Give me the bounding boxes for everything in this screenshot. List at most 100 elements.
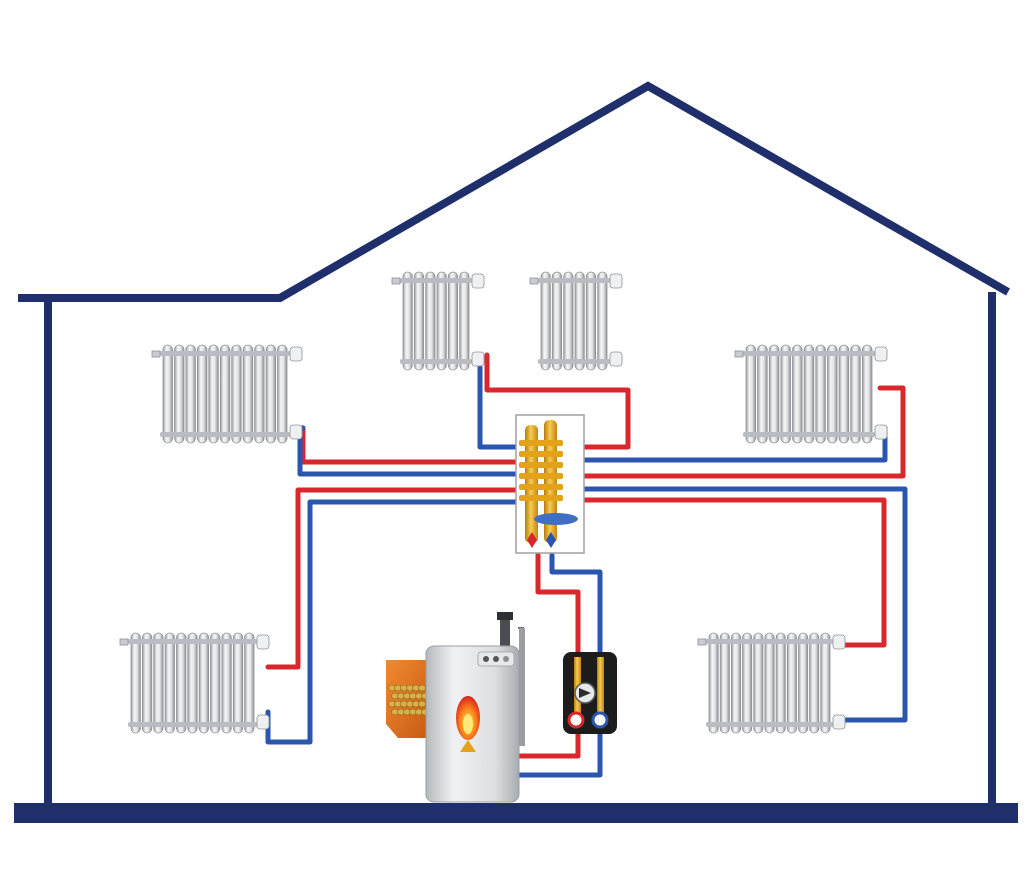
radiator-fin bbox=[597, 271, 608, 371]
radiator-bottom-header bbox=[128, 722, 257, 727]
radiator-fin bbox=[196, 344, 208, 444]
radiator-fin bbox=[130, 632, 141, 734]
radiator-attic-right bbox=[529, 271, 623, 371]
return-pipe bbox=[515, 552, 603, 778]
supply-pipe bbox=[265, 487, 527, 670]
bleed-valve-icon bbox=[734, 350, 744, 358]
distribution-manifold bbox=[515, 414, 585, 554]
pump-arrow-icon bbox=[579, 688, 591, 698]
radiator-fin bbox=[232, 632, 244, 734]
radiator-fin bbox=[850, 344, 861, 444]
radiator-fin bbox=[768, 344, 780, 444]
flow-arrow-icon bbox=[546, 532, 556, 548]
control-knob bbox=[493, 656, 499, 662]
gauge-icon bbox=[591, 711, 609, 729]
radiator-top-header bbox=[128, 639, 257, 644]
valve-icon bbox=[471, 273, 485, 289]
radiator-bottom-header bbox=[538, 359, 610, 364]
radiator-fin bbox=[540, 271, 551, 371]
radiator-fin bbox=[809, 632, 820, 734]
control-knob bbox=[503, 656, 509, 662]
radiator-fin bbox=[174, 344, 185, 444]
radiator-fin bbox=[731, 632, 742, 734]
control-knob bbox=[483, 656, 489, 662]
burner-icon bbox=[460, 740, 476, 752]
flue-cap bbox=[497, 612, 513, 620]
valve-icon bbox=[832, 634, 846, 650]
radiator-fin bbox=[742, 632, 753, 734]
manifold-outlet bbox=[519, 451, 563, 457]
flue-pipe bbox=[500, 615, 510, 647]
return-pipe bbox=[477, 352, 527, 450]
radiator-fin bbox=[827, 344, 838, 444]
radiator-fin bbox=[436, 271, 447, 371]
radiator-bottom-header bbox=[160, 432, 290, 437]
return-pipe bbox=[265, 499, 527, 745]
radiator-fin bbox=[210, 632, 221, 734]
valve-icon bbox=[256, 714, 270, 730]
house-outline bbox=[14, 81, 1018, 823]
radiator-fin bbox=[780, 344, 791, 444]
radiator-fin bbox=[242, 344, 254, 444]
bleed-valve-icon bbox=[151, 350, 161, 358]
supply-pipe bbox=[580, 385, 906, 479]
radiator-fin bbox=[153, 632, 164, 734]
radiator-fin bbox=[277, 344, 288, 444]
radiator-fin bbox=[265, 344, 277, 444]
valve-icon bbox=[609, 273, 623, 289]
radiator-fin bbox=[803, 344, 815, 444]
radiator-fin bbox=[775, 632, 786, 734]
radiator-fin bbox=[219, 344, 231, 444]
radiator-fin bbox=[551, 271, 562, 371]
bleed-valve-icon bbox=[697, 638, 707, 646]
radiator-fin bbox=[244, 632, 255, 734]
valve-icon bbox=[609, 351, 623, 367]
radiator-fin bbox=[231, 344, 242, 444]
radiator-attic-left bbox=[391, 271, 485, 371]
pellet-boiler bbox=[386, 612, 525, 803]
bleed-valve-icon bbox=[529, 277, 539, 285]
radiators bbox=[119, 271, 888, 734]
radiator-lower-left bbox=[119, 632, 270, 734]
radiator-upper-left bbox=[151, 344, 303, 444]
radiator-fin bbox=[798, 632, 809, 734]
radiator-fin bbox=[187, 632, 198, 734]
radiator-fin bbox=[792, 344, 803, 444]
valve-icon bbox=[471, 351, 485, 367]
radiator-fin bbox=[786, 632, 797, 734]
bleed-valve-icon bbox=[119, 638, 129, 646]
radiator-fin bbox=[221, 632, 232, 734]
pump-pipe-right bbox=[597, 657, 604, 727]
manifold-outlet bbox=[519, 440, 563, 446]
radiator-fin bbox=[254, 344, 265, 444]
boiler-side-tube bbox=[519, 628, 525, 746]
radiator-fin bbox=[815, 344, 826, 444]
pellet bbox=[418, 684, 426, 692]
radiator-fin bbox=[585, 271, 596, 371]
return-pipe bbox=[297, 425, 527, 477]
manifold-outlet bbox=[519, 484, 563, 490]
supply-pipe bbox=[300, 425, 527, 465]
valve-icon bbox=[832, 714, 846, 730]
radiator-fin bbox=[757, 344, 768, 444]
manifold-outlet bbox=[519, 473, 563, 479]
radiator-fin bbox=[764, 632, 775, 734]
radiator-fin bbox=[402, 271, 413, 371]
radiator-fin bbox=[198, 632, 209, 734]
radiator-fin bbox=[862, 344, 873, 444]
valve-icon bbox=[874, 424, 888, 440]
radiator-fin bbox=[719, 632, 730, 734]
manifold-outlet bbox=[519, 495, 563, 501]
supply-pipe bbox=[484, 352, 631, 450]
supply-pipe bbox=[515, 552, 581, 759]
radiator-top-header bbox=[538, 278, 610, 283]
floor-slab bbox=[14, 803, 1018, 823]
radiator-top-header bbox=[743, 351, 875, 356]
radiator-fin bbox=[574, 271, 585, 371]
valve-icon bbox=[256, 634, 270, 650]
radiator-fin bbox=[164, 632, 175, 734]
radiator-fin bbox=[208, 344, 219, 444]
radiator-fin bbox=[708, 632, 719, 734]
radiator-fin bbox=[141, 632, 153, 734]
radiator-top-header bbox=[160, 351, 290, 356]
